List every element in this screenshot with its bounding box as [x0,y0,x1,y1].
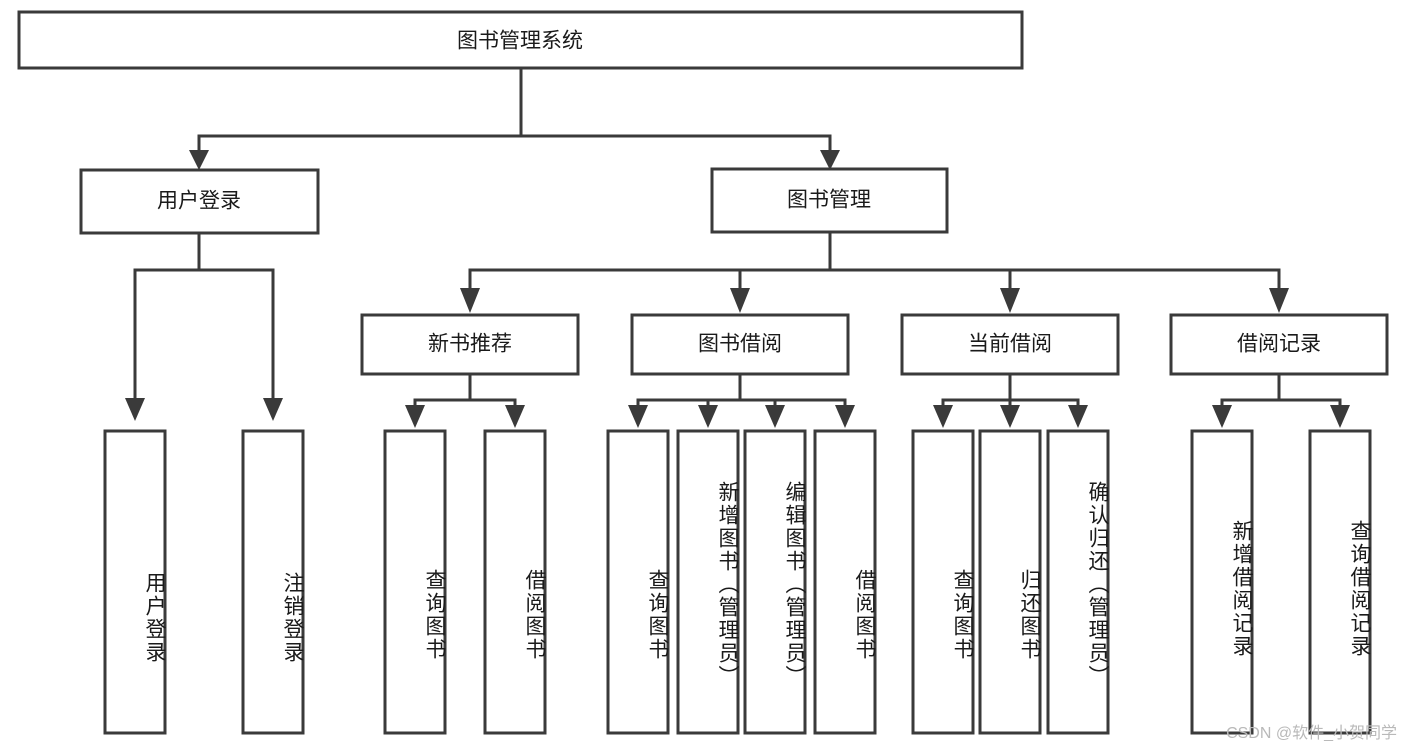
node-book-borrow-label: 图书借阅 [698,333,782,356]
arrow-user-leaf-2 [263,398,283,421]
arrow-current-leaf-3 [1068,405,1088,428]
node-current-borrow-box[interactable] [900,313,1120,376]
arrow-root-to-books [820,150,840,170]
node-new-book-recommend[interactable]: 新书推荐 [360,313,580,376]
leaf-box-user-login-1[interactable] [103,429,167,735]
node-book-manage[interactable]: 图书管理 [710,167,949,234]
arrow-books-to-current [1000,288,1020,313]
node-book-manage-box[interactable] [710,167,949,234]
node-borrow-record-box[interactable] [1169,313,1389,376]
node-root-label: 图书管理系统 [457,30,583,53]
node-book-borrow-box[interactable] [630,313,850,376]
arrow-current-leaf-2 [1000,405,1020,428]
node-borrow-record-label: 借阅记录 [1237,333,1321,356]
arrow-borrow-leaf-4 [835,405,855,428]
arrow-record-leaf-2 [1330,405,1350,428]
arrow-record-leaf-1 [1212,405,1232,428]
node-new-book-recommend-label: 新书推荐 [428,333,512,356]
node-borrow-record[interactable]: 借阅记录 [1169,313,1389,376]
arrow-current-leaf-1 [933,405,953,428]
leaf-box-record-2[interactable] [1308,429,1372,735]
leaf-box-current-2[interactable] [978,429,1042,735]
node-root[interactable]: 图书管理系统 [17,10,1024,70]
leaf-box-record-1[interactable] [1190,429,1254,735]
node-user-login-label: 用户登录 [157,190,241,213]
leaf-box-borrow-3[interactable] [743,429,807,735]
arrow-books-to-borrow [730,288,750,313]
arrow-borrow-leaf-1 [628,405,648,428]
arrow-recommend-leaf-2 [505,405,525,428]
node-user-login[interactable]: 用户登录 [79,168,320,235]
node-root-box[interactable] [17,10,1024,70]
arrow-borrow-leaf-2 [698,405,718,428]
leaf-box-current-3[interactable] [1046,429,1110,735]
node-current-borrow-label: 当前借阅 [968,333,1052,356]
arrow-root-to-user [189,150,209,170]
leaf-box-borrow-4[interactable] [813,429,877,735]
leaf-box-recommend-2[interactable] [483,429,547,735]
leaf-box-borrow-2[interactable] [676,429,740,735]
node-user-login-box[interactable] [79,168,320,235]
node-book-manage-label: 图书管理 [787,189,871,212]
arrow-recommend-leaf-1 [405,405,425,428]
leaf-box-recommend-1[interactable] [383,429,447,735]
csdn-watermark: CSDN @软件_小贺同学 [1226,725,1397,742]
leaf-box-group [103,429,1372,735]
node-book-borrow[interactable]: 图书借阅 [630,313,850,376]
connector-group [125,66,1350,428]
leaf-box-current-1[interactable] [911,429,975,735]
node-current-borrow[interactable]: 当前借阅 [900,313,1120,376]
node-new-book-recommend-box[interactable] [360,313,580,376]
leaf-box-borrow-1[interactable] [606,429,670,735]
arrow-borrow-leaf-3 [765,405,785,428]
arrow-user-leaf-1 [125,398,145,421]
arrow-books-to-record [1269,288,1289,313]
arrow-books-to-recommend [460,288,480,313]
leaf-box-user-login-2[interactable] [241,429,305,735]
